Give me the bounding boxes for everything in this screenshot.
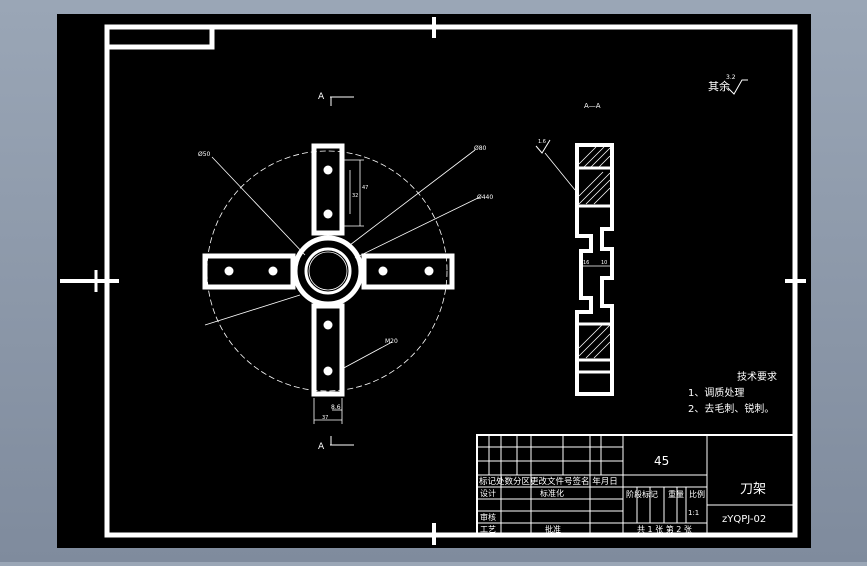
- svg-text:阶段标记: 阶段标记: [626, 489, 658, 499]
- svg-text:重量: 重量: [668, 489, 684, 499]
- svg-text:8.6: 8.6: [331, 404, 341, 411]
- svg-text:Ø80: Ø80: [474, 145, 487, 152]
- svg-text:M20: M20: [385, 338, 398, 345]
- svg-text:技术要求: 技术要求: [737, 370, 777, 383]
- svg-text:37: 37: [322, 415, 328, 421]
- svg-text:工艺: 工艺: [480, 525, 496, 534]
- svg-text:审核: 审核: [480, 512, 496, 522]
- svg-text:共 1 张 第 2 张: 共 1 张 第 2 张: [637, 524, 692, 534]
- svg-text:2、去毛刺、锐刺。: 2、去毛刺、锐刺。: [688, 402, 774, 415]
- border-frame: [60, 17, 806, 545]
- svg-text:A: A: [318, 442, 325, 452]
- svg-text:10: 10: [601, 260, 607, 266]
- svg-text:zYQPJ-02: zYQPJ-02: [722, 514, 766, 525]
- section-marker-bottom: A: [318, 436, 354, 452]
- section-marker-top: A: [318, 92, 354, 106]
- svg-text:Ø440: Ø440: [477, 194, 493, 201]
- svg-text:1.6: 1.6: [538, 139, 546, 145]
- svg-text:3.2: 3.2: [726, 74, 736, 81]
- drawing-sheet: [57, 14, 811, 548]
- svg-text:Ø50: Ø50: [198, 151, 211, 158]
- svg-text:A: A: [318, 92, 325, 102]
- svg-text:标记处数分区更改文件号签名 年月日: 标记处数分区更改文件号签名 年月日: [479, 476, 618, 487]
- svg-text:47: 47: [362, 185, 368, 191]
- svg-text:比例: 比例: [689, 489, 705, 499]
- svg-text:批准: 批准: [545, 524, 561, 534]
- svg-text:32: 32: [352, 193, 358, 199]
- front-view: Ø50 Ø80 Ø440 M20: [198, 143, 493, 424]
- svg-text:其余: 其余: [708, 79, 730, 93]
- title-block: 45 刀架 zYQPJ-02 标记处数分区更改文件号签名 年月日 设计 标准化 …: [476, 434, 796, 536]
- svg-text:设计: 设计: [480, 488, 496, 498]
- section-view: A—A 1.6: [535, 102, 614, 396]
- svg-text:A—A: A—A: [584, 102, 601, 110]
- svg-text:1:1: 1:1: [688, 509, 699, 517]
- svg-text:45: 45: [654, 454, 669, 468]
- svg-text:刀架: 刀架: [740, 482, 766, 497]
- tech-requirements: 技术要求 1、调质处理 2、去毛刺、锐刺。: [688, 370, 777, 415]
- surface-finish-note: 其余 3.2: [708, 74, 748, 95]
- svg-text:16: 16: [583, 260, 589, 266]
- svg-text:1、调质处理: 1、调质处理: [688, 387, 744, 399]
- svg-text:标准化: 标准化: [540, 488, 564, 498]
